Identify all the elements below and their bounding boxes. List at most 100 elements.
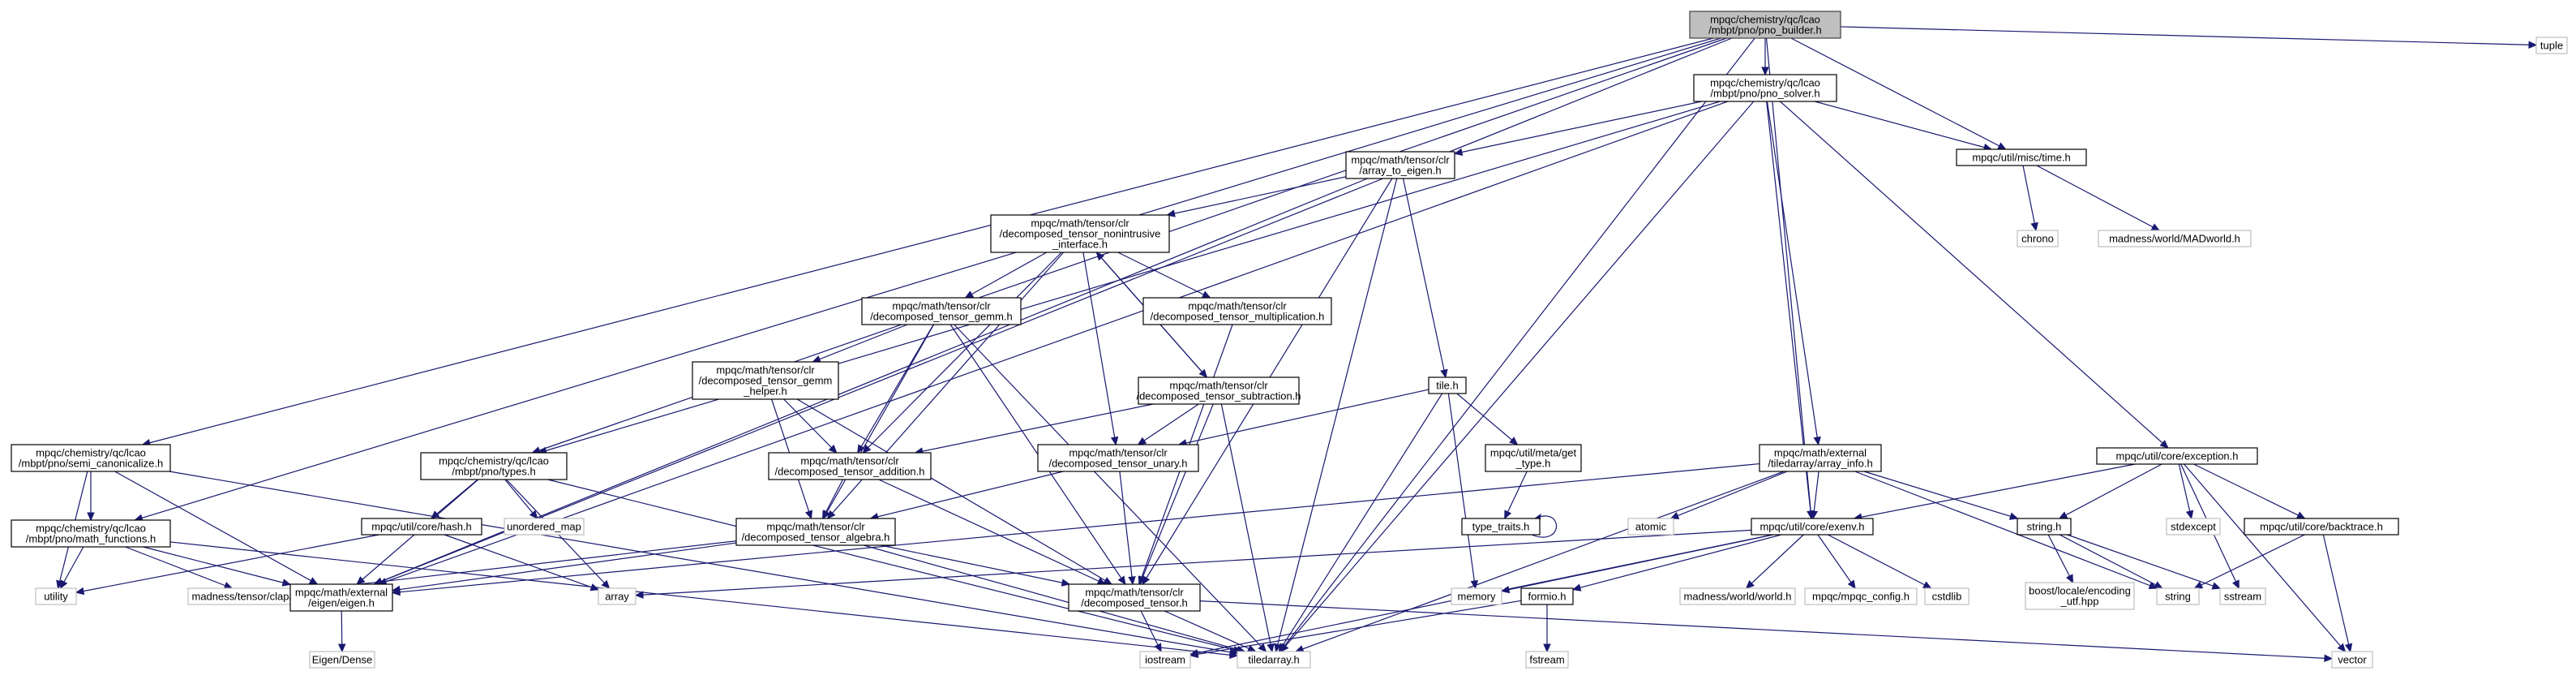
- node-gemm[interactable]: mpqc/math/tensor/clr/decomposed_tensor_g…: [861, 297, 1022, 325]
- edge-arrinfo-to-tiledarray: [1294, 471, 1785, 653]
- node-label-semi-line-0: mpqc/chemistry/qc/lcao: [36, 447, 146, 459]
- node-label-algebra-line-1: /decomposed_tensor_algebra.h: [742, 531, 890, 544]
- edge-time-to-chrono: [2022, 165, 2038, 232]
- node-unary[interactable]: mpqc/math/tensor/clr/decomposed_tensor_u…: [1037, 444, 1199, 472]
- edge-stringh-to-string: [2059, 534, 2163, 589]
- node-hash[interactable]: mpqc/util/core/hash.h: [361, 518, 482, 536]
- node-label-sub-line-1: /decomposed_tensor_subtraction.h: [1136, 390, 1301, 402]
- node-arr2eig[interactable]: mpqc/math/tensor/clr/array_to_eigen.h: [1345, 151, 1455, 179]
- edge-time-to-madworld: [2036, 165, 2161, 231]
- edge-except-to-vector: [2184, 463, 2347, 652]
- node-label-solver-line-0: mpqc/chemistry/qc/lcao: [1710, 77, 1820, 89]
- node-arrinfo[interactable]: mpqc/math/external/tiledarray/array_info…: [1759, 444, 1882, 472]
- node-add[interactable]: mpqc/math/tensor/clr/decomposed_tensor_a…: [768, 452, 932, 480]
- edge-except-to-stdexcept: [2178, 463, 2194, 520]
- edge-root-to-tuple: [1840, 26, 2538, 49]
- edge-tile-to-gettype: [1456, 393, 1519, 445]
- edge-nonintr-to-gemm: [964, 252, 1048, 299]
- node-backtrace[interactable]: mpqc/util/core/backtrace.h: [2244, 518, 2399, 536]
- node-label-gemmhelp-line-1: /decomposed_tensor_gemm: [699, 375, 833, 387]
- node-label-dtensor-line-0: mpqc/math/tensor/clr: [1085, 587, 1184, 599]
- edge-formio-to-iostream: [1189, 600, 1522, 659]
- edge-sub-to-dtensor: [1138, 403, 1214, 586]
- node-eigen[interactable]: mpqc/math/external/eigen/eigen.h: [289, 583, 393, 612]
- node-except[interactable]: mpqc/util/core/exception.h: [2096, 447, 2258, 465]
- node-label-nonintr-line-1: /decomposed_tensor_nonintrusive: [1000, 228, 1161, 240]
- node-gemmhelp[interactable]: mpqc/math/tensor/clr/decomposed_tensor_g…: [692, 361, 839, 400]
- edge-solver-to-types: [538, 101, 1721, 454]
- node-label-array-line-0: array: [605, 591, 629, 603]
- node-label-memory-line-0: memory: [1458, 591, 1496, 603]
- node-label-nonintr-line-0: mpqc/math/tensor/clr: [1031, 217, 1129, 230]
- node-nonintr[interactable]: mpqc/math/tensor/clr/decomposed_tensor_n…: [990, 214, 1170, 253]
- edge-gettype-to-typetraits: [1504, 471, 1528, 520]
- edge-formio-to-fstream: [1543, 604, 1551, 653]
- edge-solver-to-arrinfo: [1766, 101, 1821, 446]
- node-time[interactable]: mpqc/util/misc/time.h: [1956, 148, 2087, 166]
- node-label-gemmhelp-line-0: mpqc/math/tensor/clr: [716, 364, 815, 376]
- node-label-dtensor-line-1: /decomposed_tensor.h: [1081, 597, 1188, 609]
- node-memory: memory: [1451, 587, 1502, 605]
- edge-backtrace-to-string: [2193, 534, 2305, 589]
- edge-solver-to-eigen: [377, 101, 1729, 586]
- node-typetraits[interactable]: type_traits.h: [1461, 518, 1541, 536]
- edge-gemm-to-algebra: [822, 324, 935, 520]
- node-label-root-line-0: mpqc/chemistry/qc/lcao: [1710, 14, 1820, 26]
- edge-solver-to-tiledarray: [1279, 101, 1755, 652]
- node-label-unary-line-1: /decomposed_tensor_unary.h: [1048, 458, 1187, 470]
- edge-exenv-to-array: [634, 529, 1752, 599]
- node-algebra[interactable]: mpqc/math/tensor/clr/decomposed_tensor_a…: [735, 518, 896, 546]
- node-gettype[interactable]: mpqc/util/meta/get_type.h: [1485, 444, 1582, 472]
- edge-sub-to-unary: [1137, 403, 1199, 445]
- node-stringh[interactable]: string.h: [2017, 518, 2072, 536]
- graph-edges: [56, 26, 2538, 663]
- node-tile[interactable]: tile.h: [1428, 376, 1467, 394]
- edge-hash-to-utility: [75, 534, 379, 596]
- edge-except-to-stringh: [2058, 463, 2162, 519]
- edge-nonintr-to-add: [862, 252, 1062, 454]
- node-label-tuple-line-0: tuple: [2540, 40, 2563, 52]
- node-tiledarray: tiledarray.h: [1237, 651, 1311, 669]
- node-exenv[interactable]: mpqc/util/core/exenv.h: [1751, 518, 1874, 536]
- edge-hash-to-array: [444, 534, 600, 592]
- node-sub[interactable]: mpqc/math/tensor/clr/decomposed_tensor_s…: [1136, 376, 1301, 405]
- node-mathfn[interactable]: mpqc/chemistry/qc/lcao/mbpt/pno/math_fun…: [11, 519, 171, 548]
- edge-arr2eig-to-nonintr: [1166, 176, 1347, 217]
- node-label-eigdense-line-0: Eigen/Dense: [312, 654, 372, 666]
- node-semi[interactable]: mpqc/chemistry/qc/lcao/mbpt/pno/semi_can…: [11, 444, 171, 472]
- node-label-except-line-0: mpqc/util/core/exception.h: [2115, 450, 2238, 462]
- edge-mathfn-to-utility: [59, 546, 84, 590]
- edge-gemm-to-gemmhelp: [812, 324, 908, 363]
- node-types[interactable]: mpqc/chemistry/qc/lcao/mbpt/pno/types.h: [420, 452, 568, 480]
- node-mult[interactable]: mpqc/math/tensor/clr/decomposed_tensor_m…: [1142, 297, 1332, 325]
- node-label-sub-line-0: mpqc/math/tensor/clr: [1169, 380, 1268, 392]
- edge-solver-to-time: [1814, 101, 1993, 152]
- node-label-mult-line-0: mpqc/math/tensor/clr: [1188, 300, 1287, 312]
- edge-arrinfo-to-exenv: [1810, 471, 1819, 520]
- edge-nonintr-to-unary: [1082, 252, 1119, 446]
- node-label-string-line-0: string: [2165, 591, 2191, 603]
- edge-add-to-algebra: [821, 479, 843, 520]
- edge-exenv-to-mpqcconf: [1817, 534, 1856, 590]
- node-mpqcconf: mpqc/mpqc_config.h: [1804, 587, 1918, 605]
- node-label-exenv-line-0: mpqc/util/core/exenv.h: [1759, 521, 1864, 533]
- node-label-formio-line-0: formio.h: [1528, 591, 1567, 603]
- node-label-vector-line-0: vector: [2338, 654, 2367, 666]
- node-formio[interactable]: formio.h: [1520, 587, 1574, 605]
- node-label-algebra-line-0: mpqc/math/tensor/clr: [766, 521, 865, 533]
- node-label-utility-line-0: utility: [44, 591, 68, 603]
- node-madworld: madness/world/MADworld.h: [2098, 230, 2252, 247]
- edge-exenv-to-cstdlib: [1828, 534, 1932, 589]
- node-dtensor[interactable]: mpqc/math/tensor/clr/decomposed_tensor.h: [1068, 583, 1201, 612]
- edge-root-to-solver: [1761, 38, 1769, 76]
- node-label-tiledarray-line-0: tiledarray.h: [1248, 654, 1299, 666]
- node-tuple: tuple: [2535, 37, 2568, 54]
- node-label-arr2eig-line-1: /array_to_eigen.h: [1359, 165, 1441, 177]
- node-solver[interactable]: mpqc/chemistry/qc/lcao/mbpt/pno/pno_solv…: [1693, 74, 1837, 102]
- node-label-chrono-line-0: chrono: [2021, 233, 2054, 245]
- edge-algebra-to-eigen: [391, 542, 737, 594]
- node-unordered: unordered_map: [504, 518, 585, 536]
- edge-dtensor-to-vector: [1199, 600, 2334, 663]
- node-label-cstdlib-line-0: cstdlib: [1932, 591, 1962, 603]
- edge-arrinfo-to-eigen: [391, 462, 1760, 596]
